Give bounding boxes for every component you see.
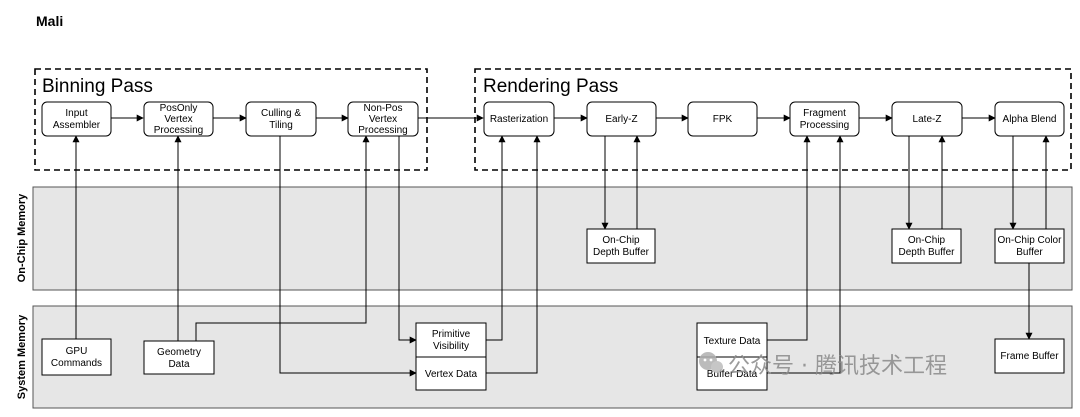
system-frame-buffer: Frame Buffer	[994, 338, 1065, 374]
arrow-geometry-to-nonpos	[195, 135, 370, 341]
stage-alpha-blend: Alpha Blend	[994, 101, 1065, 137]
arrow-buffer-to-fragment	[767, 135, 844, 374]
arrow-vertex-data-to-rasterization	[486, 135, 541, 374]
stage-rasterization: Rasterization	[483, 101, 555, 137]
system-memory-label: System Memory	[16, 314, 28, 399]
binning-pass-label: Binning Pass	[42, 76, 153, 97]
svg-text:Alpha Blend: Alpha Blend	[1003, 114, 1057, 125]
diagram-title: Mali	[36, 13, 63, 29]
watermark-text: 公众号 · 腾讯技术工程	[728, 354, 947, 379]
svg-text:Vertex Data: Vertex Data	[425, 369, 478, 380]
binning-pass-boundary	[34, 68, 428, 171]
connectors	[72, 114, 1050, 377]
on-chip-memory-label: On-Chip Memory	[16, 193, 28, 282]
svg-text:FPK: FPK	[713, 114, 733, 125]
svg-text:Frame Buffer: Frame Buffer	[1000, 351, 1059, 362]
arrow-primitive-visibility-to-rasterization	[486, 135, 506, 341]
system-texture-data: Texture Data	[696, 322, 768, 358]
svg-text:Buffer Data: Buffer Data	[707, 369, 758, 380]
svg-text:Late-Z: Late-Z	[913, 114, 942, 125]
rendering-pass-label: Rendering Pass	[483, 76, 618, 97]
rendering-pass-boundary	[474, 68, 1072, 171]
svg-text:Texture Data: Texture Data	[704, 336, 761, 347]
system-vertex-data: Vertex Data	[415, 356, 487, 391]
arrow-texture-to-fragment	[767, 135, 811, 341]
wechat-logo-icon	[699, 352, 723, 373]
stage-fpk: FPK	[687, 101, 758, 137]
stage-early-z: Early-Z	[586, 101, 657, 137]
arrow-nonpos-to-primitive-visibility	[398, 136, 417, 344]
svg-text:Culling &Tiling: Culling &Tiling	[261, 108, 301, 131]
watermark: 公众号 · 腾讯技术工程	[699, 352, 947, 379]
stage-late-z: Late-Z	[891, 101, 963, 137]
svg-text:Rasterization: Rasterization	[490, 114, 548, 125]
stage-culling-tiling: Culling &Tiling	[245, 101, 317, 137]
arrow-culling-to-vertex-data	[279, 136, 417, 377]
svg-text:Early-Z: Early-Z	[605, 114, 637, 125]
